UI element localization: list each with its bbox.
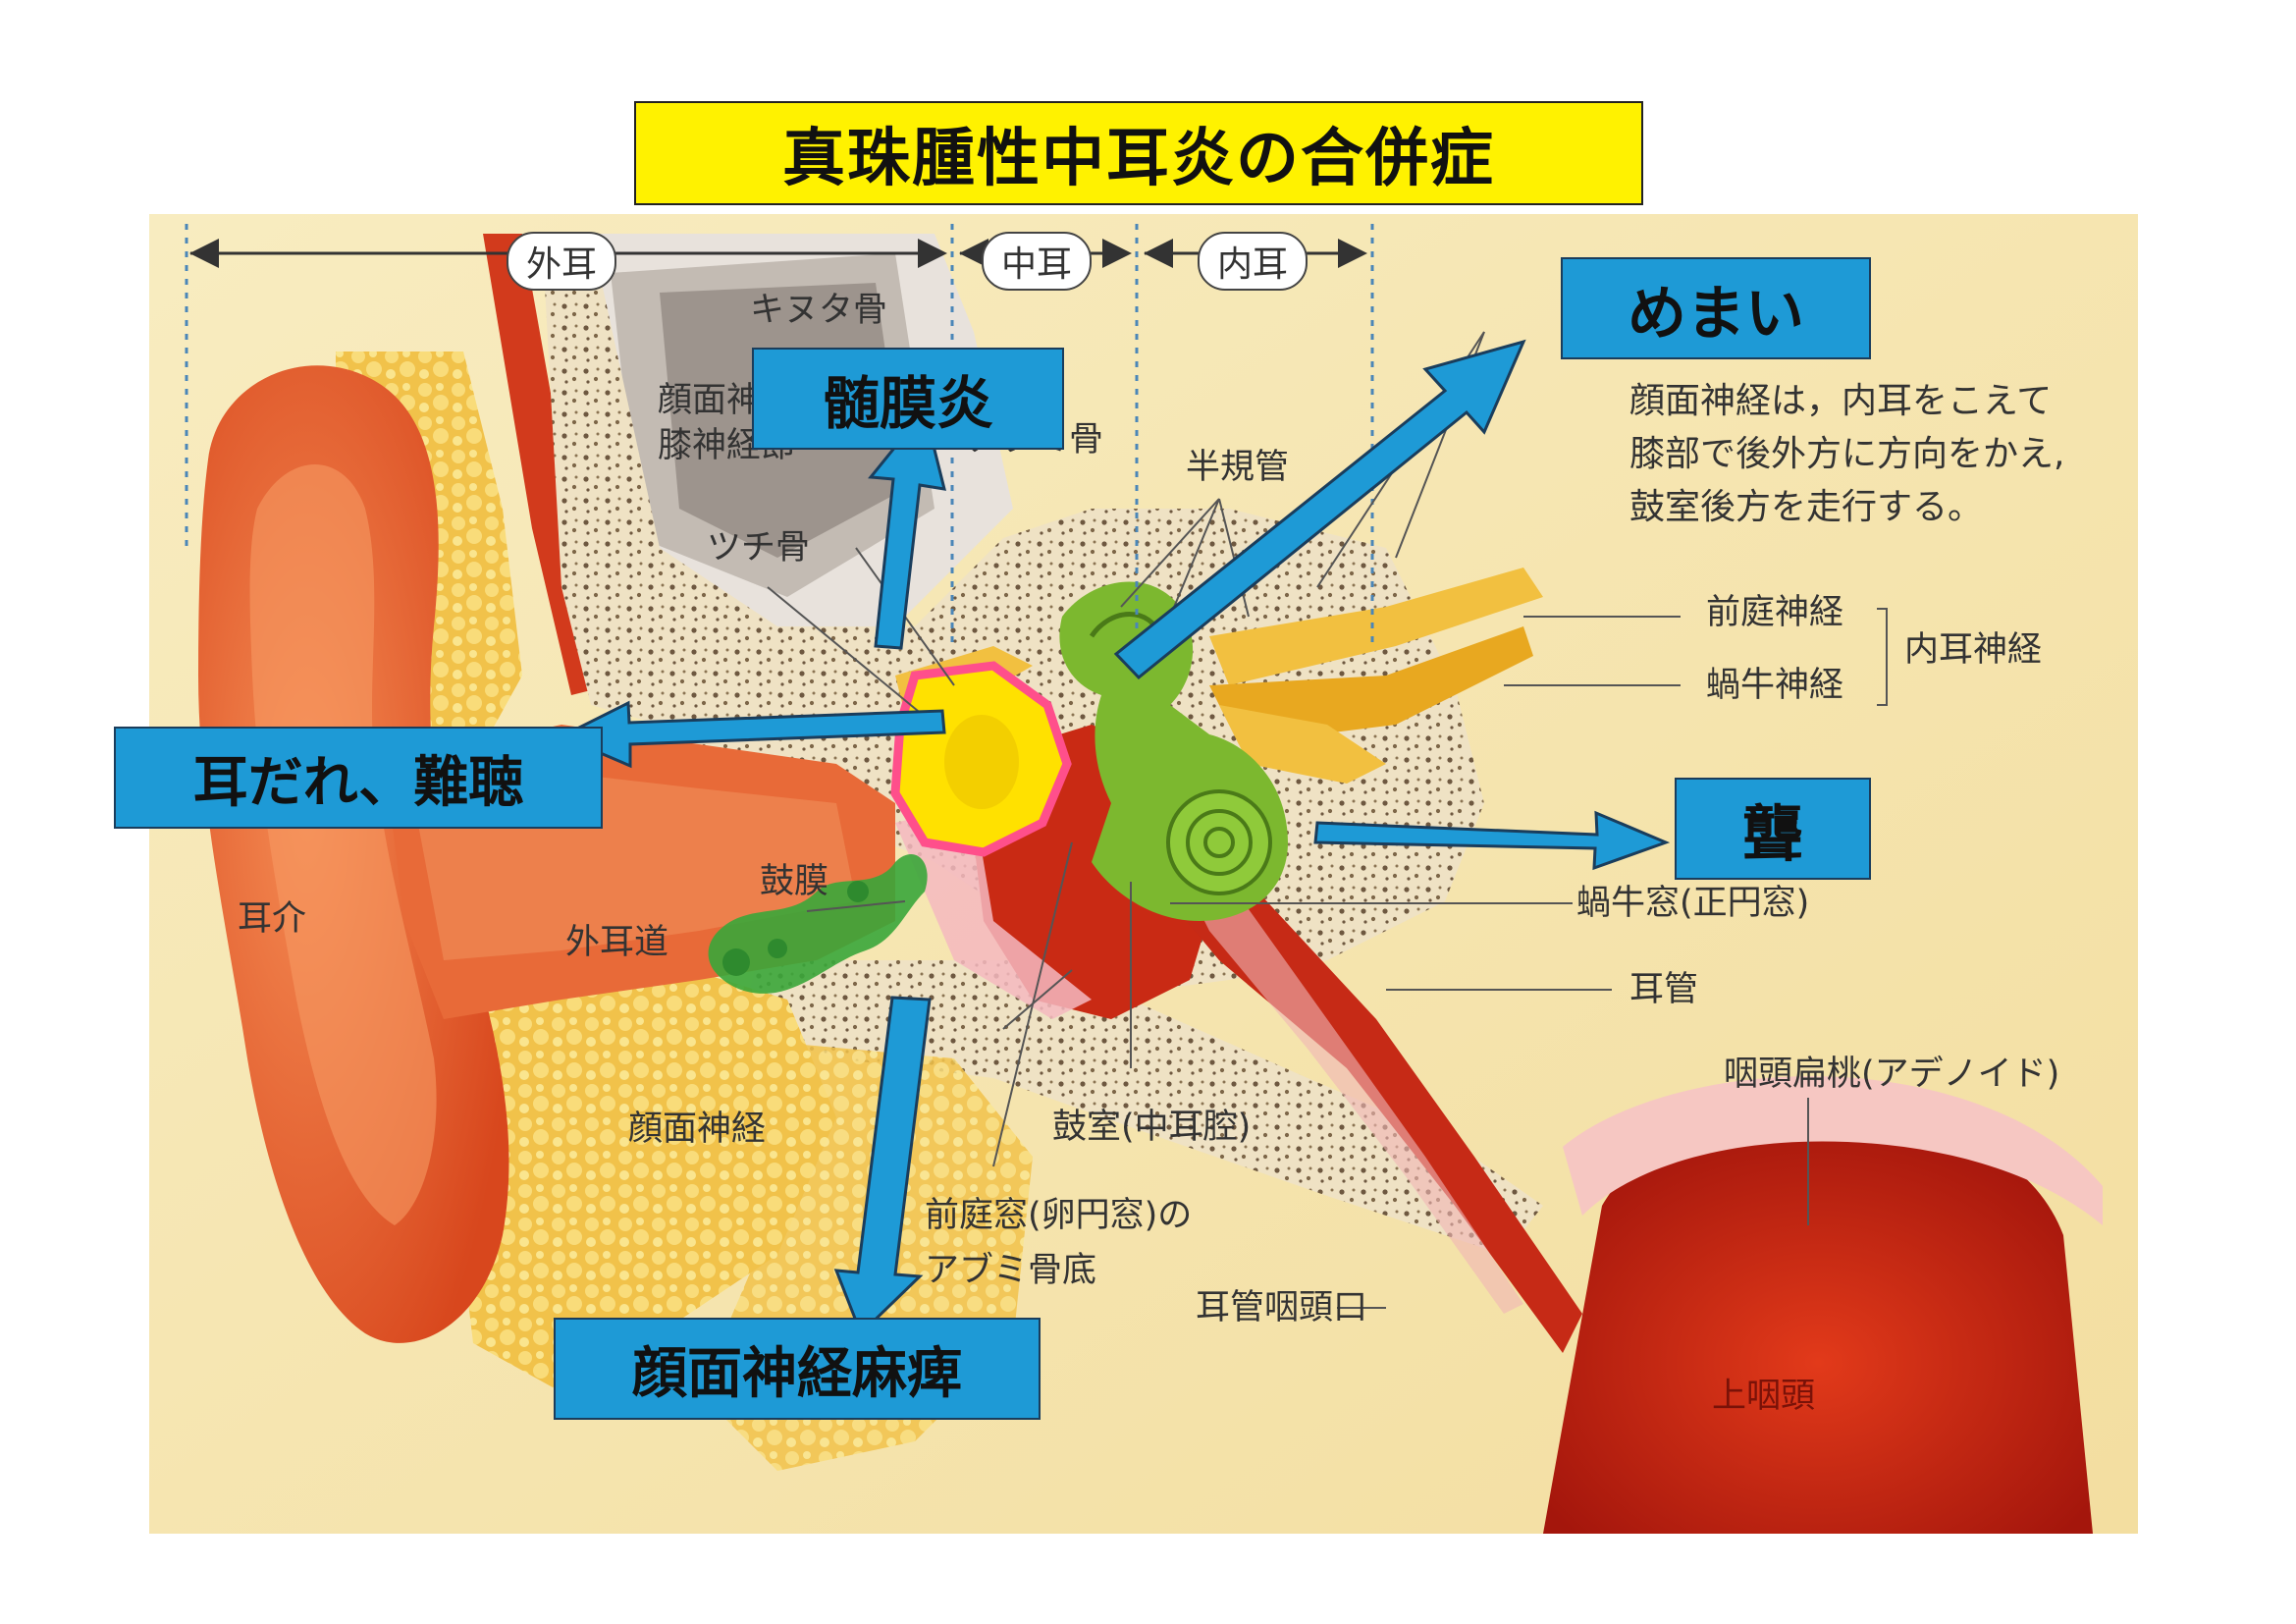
anatomy-illustration (149, 214, 2138, 1534)
arrow-deafness (1313, 810, 1671, 871)
label-semicircular: 半規管 (1186, 448, 1290, 487)
label-eustachian-opening: 耳管咽頭口 (1196, 1288, 1368, 1327)
label-nasopharynx: 上咽頭 (1712, 1377, 1816, 1416)
label-auricle: 耳介 (238, 899, 307, 939)
vestibular-nerve-fibers (1209, 568, 1543, 685)
complication-arrows (558, 339, 1671, 1336)
label-facial-nerve: 顔面神経 (628, 1110, 767, 1149)
facial-nerve-note: 顔面神経は，内耳をこえて 膝部で後外方に方向をかえ, 鼓室後方を走行する。 (1629, 375, 2064, 534)
label-cochlear-nerve: 蝸牛神経 (1706, 666, 1844, 705)
region-outer-ear: 外耳 (507, 232, 617, 291)
arrow-facial-palsy (833, 996, 932, 1336)
callout-deafness: 聾 (1675, 778, 1871, 880)
arrow-meningitis (868, 406, 947, 650)
nasopharynx-shape (1543, 1106, 2093, 1534)
arrow-vertigo (1113, 339, 1526, 680)
label-adenoid: 咽頭扁桃(アデノイド) (1724, 1055, 2060, 1094)
label-vestibular-nerve: 前庭神経 (1706, 593, 1844, 632)
callout-meningitis: 髄膜炎 (752, 348, 1064, 450)
label-facial-geniculate-1: 顔面神 (658, 381, 762, 420)
arrow-otorrhea (558, 700, 946, 769)
leader-lines (767, 331, 1888, 1309)
region-inner-ear: 内耳 (1198, 232, 1308, 291)
label-round-window: 蝸牛窓(正円窓) (1576, 884, 1810, 923)
ear-anatomy-diagram: 外耳 中耳 内耳 キヌタ骨 顔面神 膝神経節 アブミ骨 半規管 ツチ骨 前庭神経… (114, 214, 2138, 1534)
label-oval-window-1: 前庭窓(卵円窓)の (925, 1196, 1193, 1235)
label-eustachian: 耳管 (1629, 970, 1699, 1009)
page-title: 真珠腫性中耳炎の合併症 (634, 101, 1643, 205)
region-middle-ear: 中耳 (982, 232, 1093, 291)
label-inner-ear-nerve: 内耳神経 (1904, 630, 2043, 670)
note-line-1: 顔面神経は，内耳をこえて (1629, 381, 2053, 421)
callout-otorrhea-hearing-loss: 耳だれ、難聴 (114, 727, 603, 829)
discharge (708, 853, 928, 994)
label-oval-window-2: アブミ骨底 (925, 1251, 1097, 1290)
callout-vertigo: めまい (1561, 257, 1871, 359)
label-malleus: ツチ骨 (707, 528, 811, 568)
label-eardrum: 鼓膜 (760, 862, 829, 901)
note-line-2: 膝部で後外方に方向をかえ, (1629, 434, 2065, 474)
label-tympanic-cavity: 鼓室(中耳腔) (1052, 1108, 1252, 1147)
callout-facial-palsy: 顔面神経麻痺 (554, 1318, 1041, 1420)
note-line-3: 鼓室後方を走行する。 (1629, 487, 1984, 527)
label-incus: キヌタ骨 (750, 291, 888, 330)
label-ear-canal: 外耳道 (565, 923, 669, 962)
